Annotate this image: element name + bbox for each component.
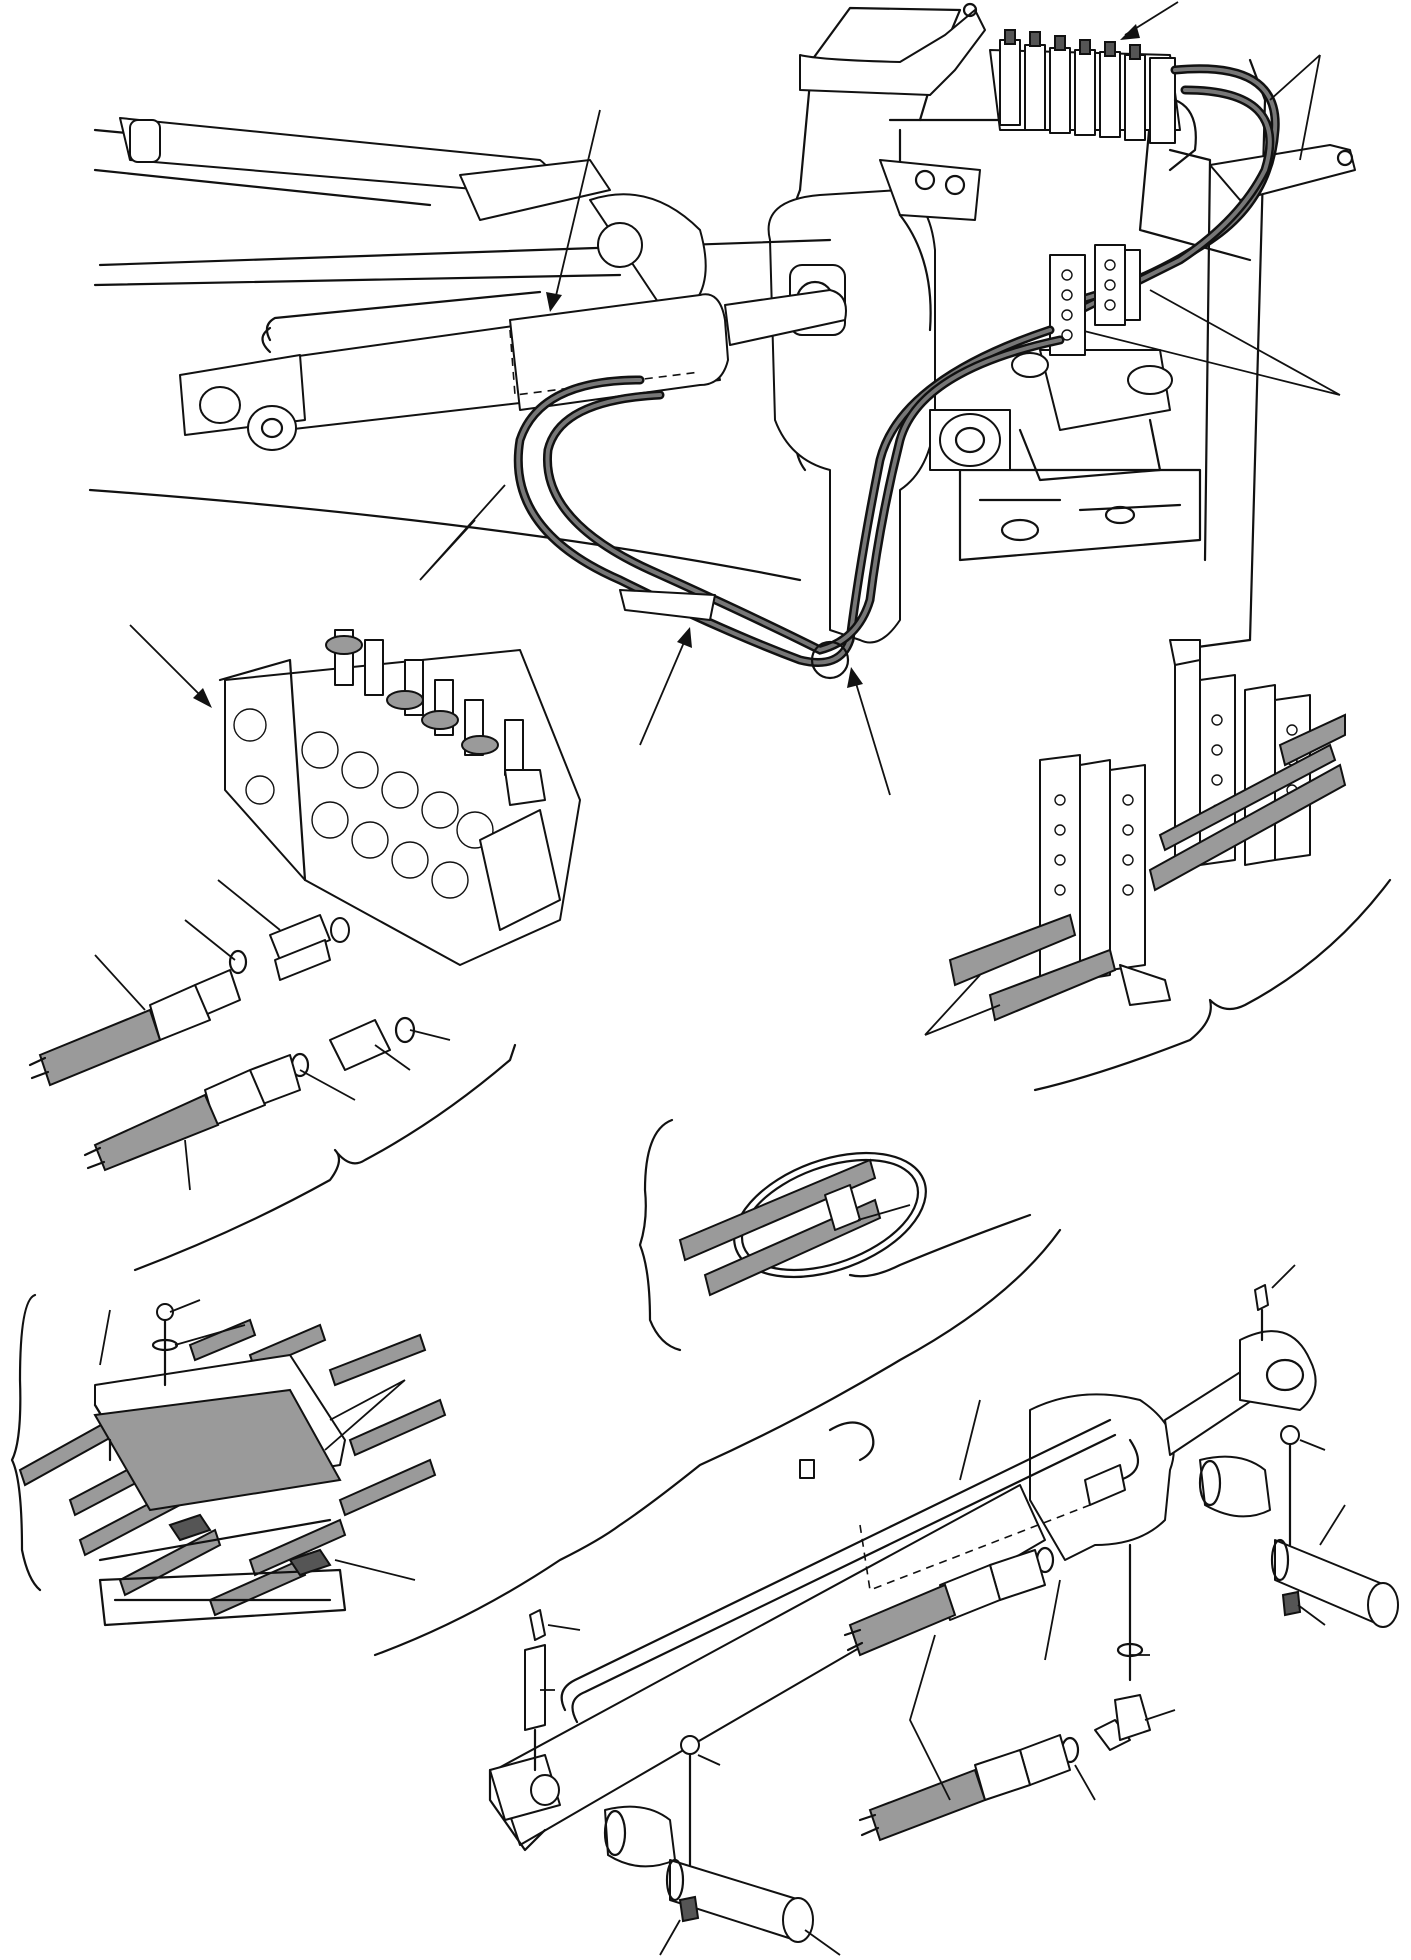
hose-band-detail <box>638 1118 1032 1352</box>
pins-and-bolts <box>524 1264 1399 1956</box>
hose-support-bracket-top <box>1049 244 1141 356</box>
arm-cylinder-detail <box>488 1330 1317 1852</box>
control-valve-top <box>989 1 1197 172</box>
boom-top <box>88 117 832 582</box>
hose-loop-top <box>419 325 1065 796</box>
control-valve-detail <box>129 624 581 966</box>
arm-cylinder-top <box>179 109 847 451</box>
hose-fittings-left <box>28 879 517 1272</box>
hose-clamp-plate-detail <box>10 1228 1062 1657</box>
hose-support-bracket-detail <box>924 639 1392 1092</box>
arm-cylinder-hoses <box>843 1543 1176 1842</box>
